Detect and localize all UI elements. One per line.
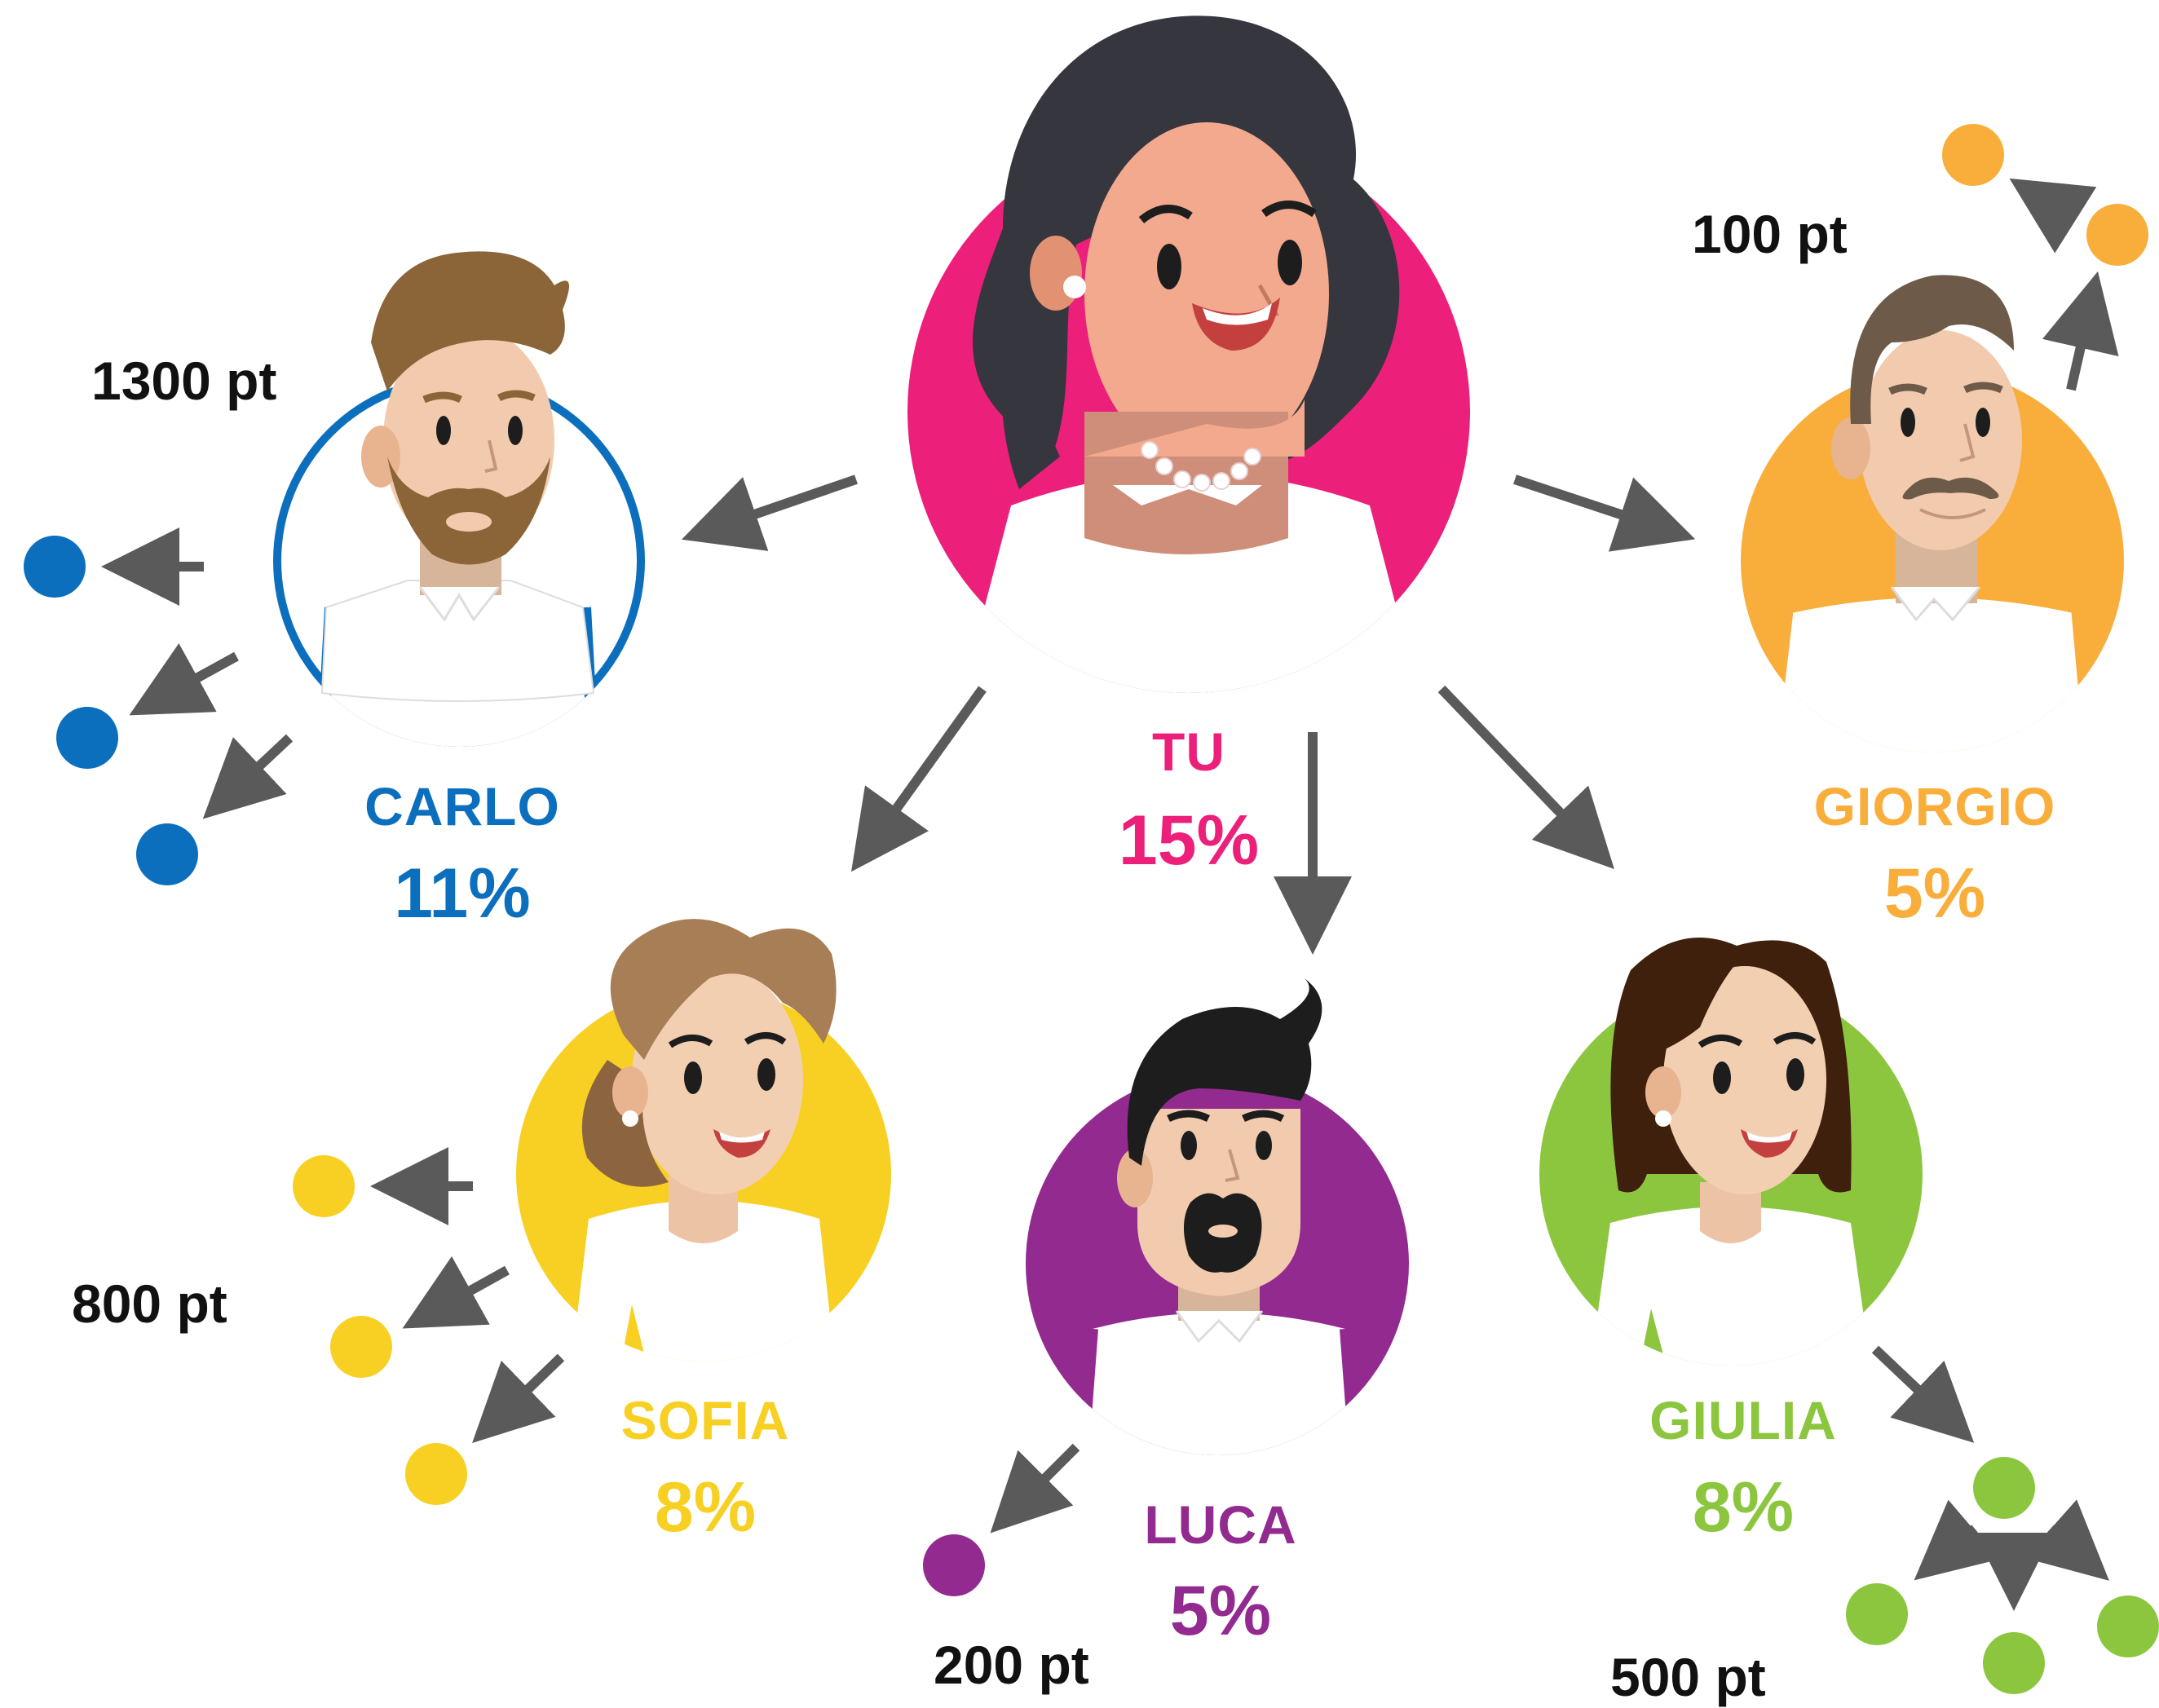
giulia-percent-label: 8% xyxy=(1693,1468,1794,1547)
carlo-hair xyxy=(371,251,569,391)
carlo-percent-label: 11% xyxy=(394,854,530,933)
sofia-percent-label: 8% xyxy=(655,1468,756,1547)
arrows xyxy=(101,178,2119,1611)
giulia-name-label: GIULIA xyxy=(1649,1390,1837,1450)
carlo-referral-dot xyxy=(136,823,198,885)
arrow-giulia-to-dot xyxy=(1871,1345,1975,1443)
giorgio-hair xyxy=(1850,275,2014,424)
arrow-carlo-to-dot3 xyxy=(202,734,294,819)
sofia-hair xyxy=(610,919,837,1060)
arrow-giulia-dot-to-dotC xyxy=(2024,1499,2109,1581)
tu-avatar xyxy=(907,15,1470,693)
giulia-points-label: 500 pt xyxy=(1610,1647,1766,1707)
carlo-name-label: CARLO xyxy=(364,776,560,836)
sofia-referral-dot xyxy=(293,1155,355,1217)
tu-name-label: TU xyxy=(1152,722,1225,782)
sofia-referral-dot xyxy=(330,1316,392,1378)
arrow-tu-to-giorgio xyxy=(1513,474,1696,552)
luca-points-label: 200 pt xyxy=(934,1635,1089,1695)
sofia-referral-dot xyxy=(405,1443,467,1505)
luca-hair xyxy=(1127,978,1322,1166)
tu-shirt xyxy=(962,473,1419,693)
giorgio-avatar xyxy=(1741,275,2124,752)
arrow-tu-to-giulia xyxy=(1437,685,1614,869)
carlo-beard xyxy=(387,457,550,565)
carlo-referral-dot xyxy=(56,707,118,769)
tu-necklace xyxy=(1141,441,1261,492)
giorgio-referral-dot xyxy=(1942,124,2004,186)
arrow-giorgio-dot1-to-dot2 xyxy=(2009,178,2097,254)
giorgio-percent-label: 5% xyxy=(1884,854,1985,933)
arrow-giorgio-to-dot1 xyxy=(2042,271,2119,391)
luca-avatar xyxy=(1026,978,1409,1455)
referral-dots xyxy=(24,124,2159,1694)
sofia-points-label: 800 pt xyxy=(72,1273,227,1334)
labels: TU 15% CARLO 11% 1300 pt GIORGIO 5% 100 … xyxy=(72,204,2055,1707)
giulia-referral-dot xyxy=(1983,1632,2045,1694)
giorgio-referral-dot xyxy=(2086,204,2148,266)
giulia-referral-dot xyxy=(2097,1595,2159,1657)
luca-referral-dot xyxy=(923,1534,985,1596)
arrow-tu-to-carlo xyxy=(681,474,858,551)
carlo-referral-dot xyxy=(24,536,86,598)
giorgio-points-label: 100 pt xyxy=(1692,204,1848,264)
giulia-referral-dot xyxy=(1973,1457,2035,1519)
luca-name-label: LUCA xyxy=(1144,1494,1296,1555)
arrow-sofia-to-dot3 xyxy=(472,1353,565,1443)
giulia-avatar xyxy=(1539,938,1923,1366)
arrow-giulia-dot-to-dotA xyxy=(1914,1499,1999,1581)
giorgio-name-label: GIORGIO xyxy=(1814,776,2056,836)
arrow-tu-to-sofia xyxy=(851,686,987,872)
arrow-carlo-to-dot2 xyxy=(129,643,239,716)
arrow-sofia-to-dot2 xyxy=(402,1256,510,1329)
carlo-points-label: 1300 pt xyxy=(91,351,276,411)
arrow-luca-to-dot xyxy=(990,1443,1080,1534)
giorgio-mustache xyxy=(1902,477,1999,500)
giulia-referral-dot xyxy=(1846,1583,1908,1645)
tu-percent-label: 15% xyxy=(1119,801,1259,880)
sofia-avatar xyxy=(516,919,891,1362)
luca-percent-label: 5% xyxy=(1170,1572,1271,1650)
carlo-avatar xyxy=(273,251,645,747)
sofia-name-label: SOFIA xyxy=(621,1390,790,1450)
